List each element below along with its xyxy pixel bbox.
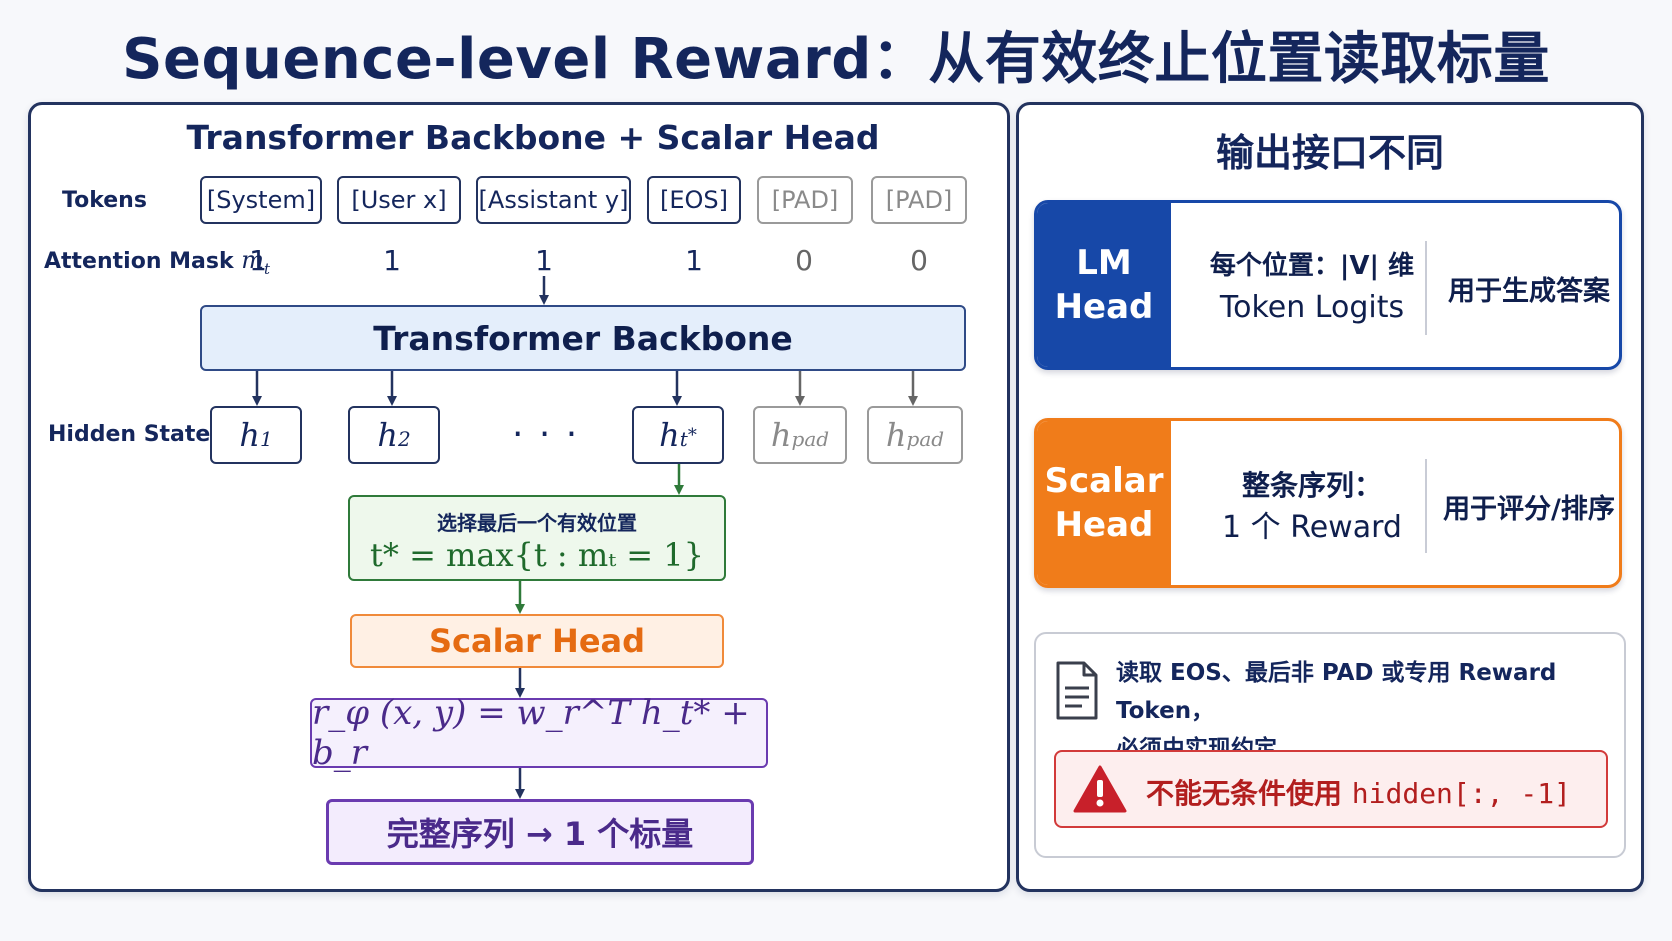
- scalar-head-desc-line2: 1 个 Reward: [1222, 510, 1402, 545]
- token-pad: [PAD]: [871, 176, 967, 224]
- mask-symbol: mt: [241, 246, 270, 278]
- scalar-head-box: Scalar Head: [350, 614, 724, 668]
- reward-formula: r_φ (x, y) = w_r^T h_t* + b_r: [310, 693, 768, 773]
- warning-code: hidden[:, -1]: [1351, 777, 1571, 810]
- transformer-backbone-box: Transformer Backbone: [200, 305, 966, 371]
- tokens-label: Tokens: [62, 188, 147, 213]
- mask-value: 0: [910, 244, 928, 277]
- lm-head-desc-line2: Token Logits: [1219, 290, 1405, 325]
- mask-value: 1: [535, 244, 553, 277]
- implementation-note: 读取 EOS、最后非 PAD 或专用 Reward Token， 必须由实现约定…: [1034, 632, 1626, 858]
- note-line1: 读取 EOS、最后非 PAD 或专用 Reward Token，: [1116, 660, 1557, 724]
- warning-icon: [1073, 765, 1127, 813]
- warning-message: 不能无条件使用: [1146, 777, 1343, 810]
- scalar-head-tab-line1: Scalar: [1044, 461, 1164, 501]
- lm-head-divider: [1425, 241, 1427, 335]
- mask-symbol-sub: t: [264, 259, 271, 278]
- select-caption: 选择最后一个有效位置: [437, 511, 637, 535]
- mask-value: 1: [685, 244, 703, 277]
- token-pad: [PAD]: [757, 176, 853, 224]
- backbone-panel-title: Transformer Backbone + Scalar Head: [186, 118, 880, 157]
- lm-head-desc-line1: 每个位置：|V| 维: [1209, 251, 1415, 281]
- lm-head-tab-line2: Head: [1054, 287, 1154, 327]
- warning-box: 不能无条件使用 hidden[:, -1]: [1054, 750, 1608, 828]
- lm-head-usage: 用于生成答案: [1448, 276, 1610, 307]
- scalar-head-divider: [1425, 459, 1427, 553]
- ellipsis: · · ·: [512, 414, 580, 455]
- lm-head-tab-line1: LM: [1076, 243, 1132, 283]
- token-user: [User x]: [337, 176, 461, 224]
- scalar-head-desc-line1: 整条序列：: [1241, 469, 1382, 502]
- attention-mask-text: Attention Mask: [44, 249, 234, 274]
- mask-value: 1: [383, 244, 401, 277]
- scalar-head-usage: 用于评分/排序: [1443, 494, 1615, 525]
- token-eos: [EOS]: [647, 176, 741, 224]
- mask-value: 0: [795, 244, 813, 277]
- hidden-states-label: Hidden States: [48, 422, 224, 447]
- attention-mask-label: Attention Mask mt: [44, 246, 270, 278]
- output-scalar-box: 完整序列 → 1 个标量: [326, 799, 754, 865]
- lm-head-desc: 每个位置：|V| 维 Token Logits: [1187, 245, 1437, 329]
- token-assistant: [Assistant y]: [476, 176, 631, 224]
- select-formula: t* = max{t : mₜ = 1}: [370, 536, 704, 574]
- select-position-box: 选择最后一个有效位置 t* = max{t : mₜ = 1}: [348, 495, 726, 581]
- interface-panel-title: 输出接口不同: [1215, 131, 1444, 175]
- mask-symbol-base: m: [241, 246, 265, 274]
- warning-text: 不能无条件使用 hidden[:, -1]: [1146, 772, 1571, 812]
- token-system: [System]: [200, 176, 322, 224]
- document-icon: [1056, 661, 1098, 720]
- page-title: Sequence-level Reward：从有效终止位置读取标量: [122, 27, 1550, 92]
- scalar-head-tab-line2: Head: [1054, 505, 1154, 545]
- mask-value: 1: [249, 244, 267, 277]
- scalar-head-desc: 整条序列： 1 个 Reward: [1187, 465, 1437, 549]
